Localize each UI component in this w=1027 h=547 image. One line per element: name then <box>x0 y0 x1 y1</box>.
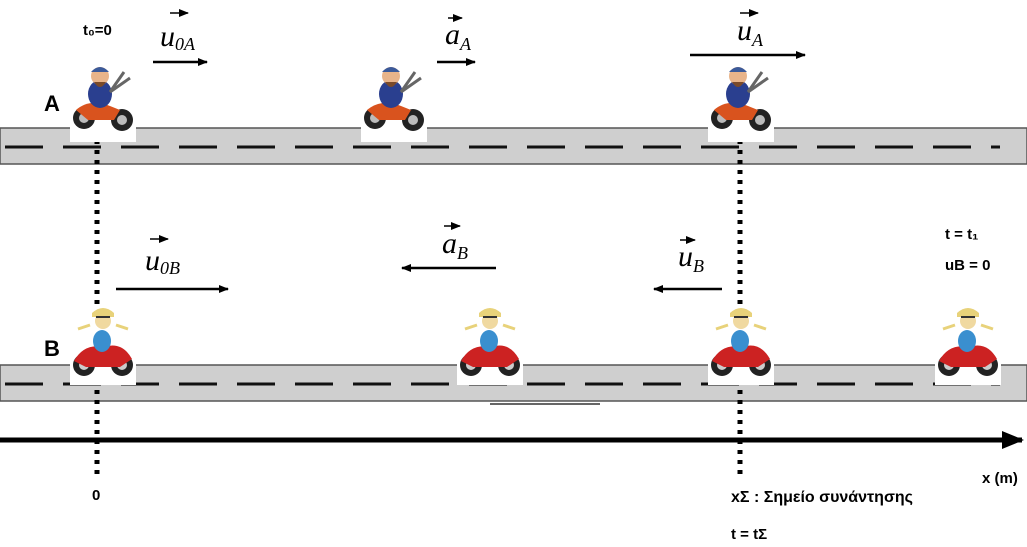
biker-a-icon <box>70 62 136 142</box>
vector-u0a: u0A <box>153 9 208 66</box>
vector-ua: uA <box>690 9 806 59</box>
lane-b-label: B <box>44 336 60 361</box>
biker-a-icon <box>361 62 427 142</box>
biker-b-icon <box>935 305 1001 385</box>
svg-text:u0B: u0B <box>145 244 180 278</box>
biker-a-icon <box>708 62 774 142</box>
road-a <box>0 127 1027 165</box>
meeting-point-label: xΣ : Σημείο συνάντησης <box>731 489 913 506</box>
vector-ub: uB <box>653 236 722 293</box>
biker-b-icon <box>708 305 774 385</box>
axis-label: x (m) <box>982 470 1018 487</box>
origin-label: 0 <box>92 487 100 504</box>
vector-aa: aA <box>437 14 476 66</box>
start-time-label: t₀=0 <box>83 22 112 39</box>
stop-time-label: t = t₁ <box>945 226 978 243</box>
svg-text:uB: uB <box>678 240 704 276</box>
svg-text:aB: aB <box>442 227 468 263</box>
svg-text:aA: aA <box>445 18 472 54</box>
biker-b-icon <box>70 305 136 385</box>
lane-a-label: A <box>44 91 60 116</box>
vector-ab: aB <box>401 222 496 272</box>
vector-u0b: u0B <box>116 235 229 293</box>
stop-velocity-label: uB = 0 <box>945 257 990 274</box>
biker-b-icon <box>457 305 523 385</box>
svg-text:u0A: u0A <box>160 20 196 54</box>
svg-text:uA: uA <box>737 14 764 50</box>
meeting-time-label: t = tΣ <box>731 526 767 543</box>
